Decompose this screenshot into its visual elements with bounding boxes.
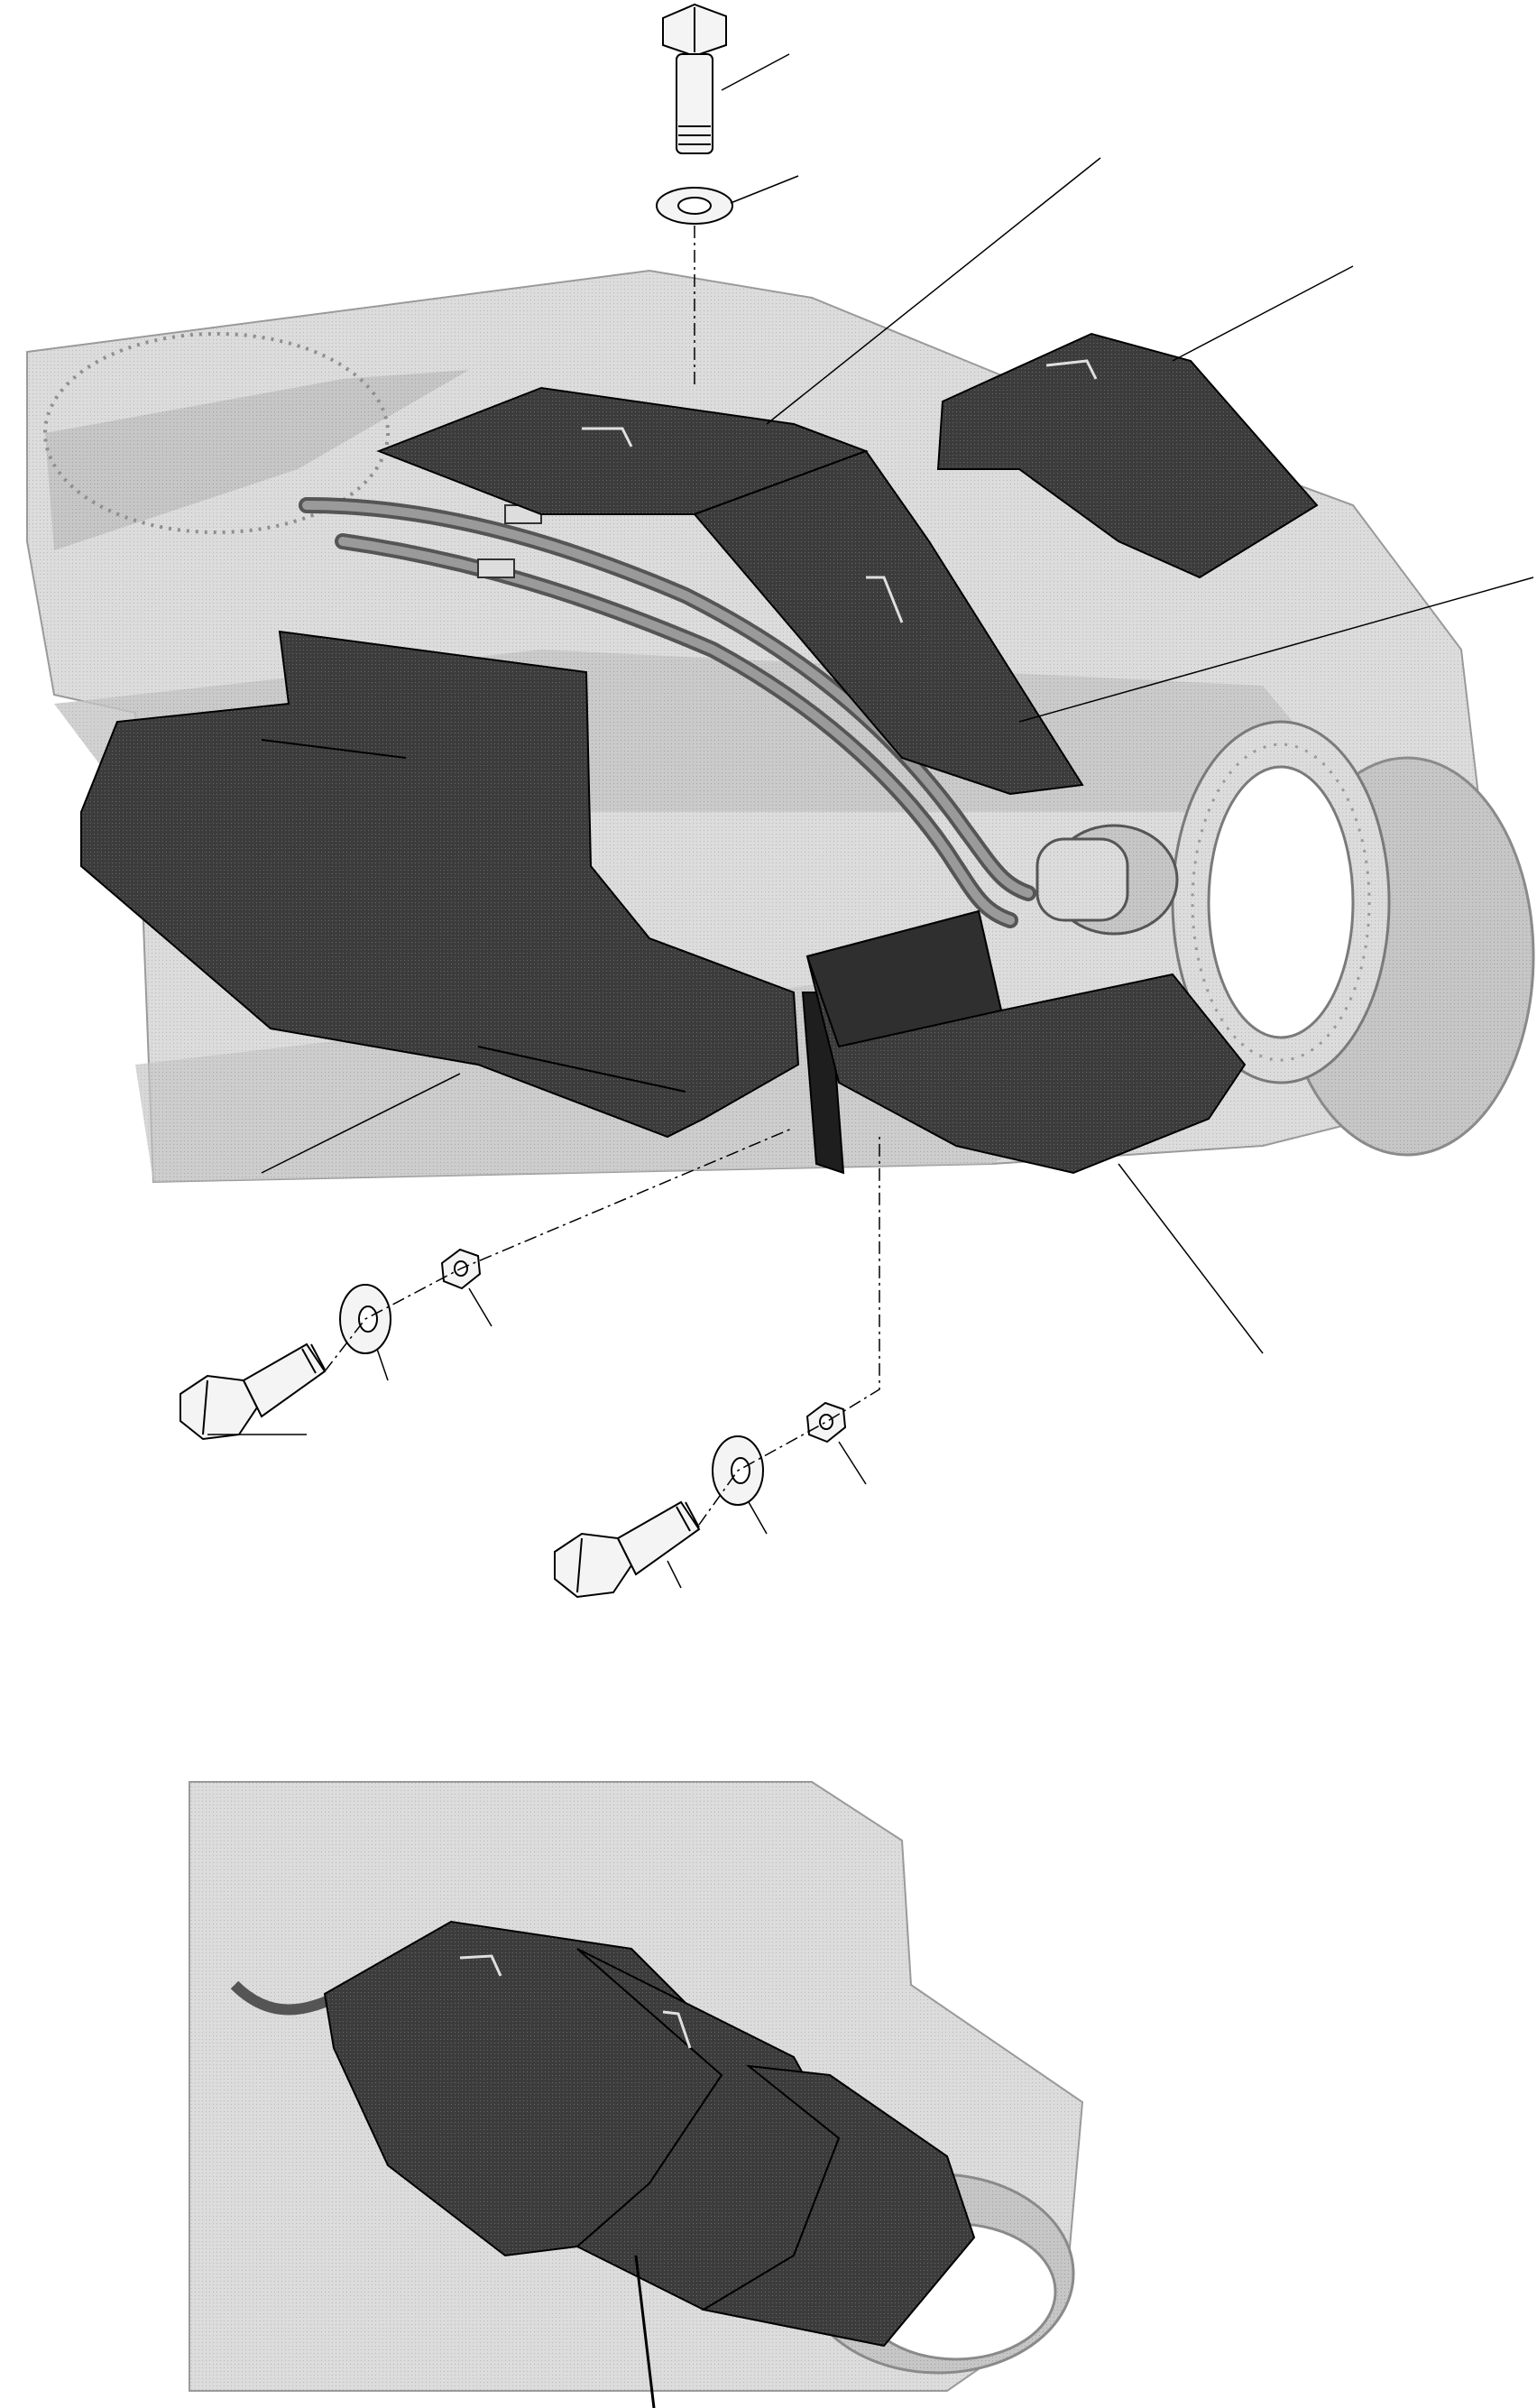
assembly-centerlines: [324, 226, 880, 1526]
right-nut: [805, 1401, 847, 1444]
left-bolt: [179, 1342, 327, 1441]
right-bolt: [554, 1500, 701, 1599]
assembled-guard: [323, 1920, 976, 2348]
upper-right-shield: [936, 332, 1319, 579]
assembled-view: [189, 1781, 1084, 2408]
wheel-hub: [1171, 720, 1535, 1157]
hydraulic-hoses: [299, 497, 1036, 928]
top-washer: [656, 187, 733, 225]
lower-right-shield: [805, 909, 1247, 1175]
motor-coupling: [1035, 824, 1179, 936]
top-bolt: [662, 3, 727, 154]
top-center-shield: [376, 386, 1084, 796]
assembled-leader: [634, 2255, 656, 2408]
callout-leaders: [207, 53, 1534, 1589]
